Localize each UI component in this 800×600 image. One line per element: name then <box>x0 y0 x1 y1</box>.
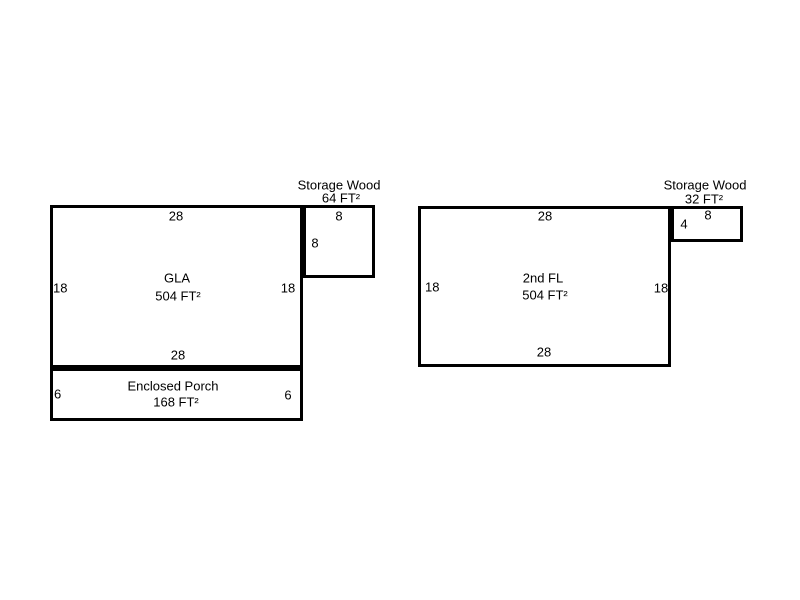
storage-wood-title: Storage Wood <box>663 177 747 193</box>
storage-wood-area: 32 FT² <box>684 191 724 207</box>
gla-dim-top: 28 <box>168 208 184 224</box>
storage-wood-title: Storage Wood <box>297 177 381 193</box>
enclosed-porch-outline <box>50 368 303 421</box>
porch-area: 168 FT² <box>153 394 199 410</box>
second-floor-area: 504 FT² <box>522 287 568 303</box>
gla-title: GLA <box>163 270 191 286</box>
storage-dim-side: 4 <box>680 216 688 232</box>
storage-wood-outline <box>303 205 375 278</box>
gla-outline <box>50 205 303 368</box>
gla-area: 504 FT² <box>155 288 201 304</box>
porch-dim-right: 6 <box>284 387 292 403</box>
storage-dim-top: 8 <box>704 207 712 223</box>
storage-wood-area: 64 FT² <box>321 190 361 206</box>
second-floor-dim-right: 18 <box>653 280 669 296</box>
second-floor-outline <box>418 206 671 367</box>
storage-dim-top: 8 <box>335 208 343 224</box>
porch-dim-left: 6 <box>54 386 62 402</box>
second-floor-dim-top: 28 <box>537 208 553 224</box>
second-floor-dim-bottom: 28 <box>536 344 552 360</box>
gla-dim-bottom: 28 <box>170 347 186 363</box>
gla-dim-right: 18 <box>280 280 296 296</box>
gla-dim-left: 18 <box>53 280 68 296</box>
storage-dim-side: 8 <box>311 235 319 251</box>
storage-wood-outline <box>671 206 743 242</box>
porch-title: Enclosed Porch <box>127 378 219 394</box>
second-floor-dim-left: 18 <box>425 279 440 295</box>
second-floor-title: 2nd FL <box>522 270 564 286</box>
